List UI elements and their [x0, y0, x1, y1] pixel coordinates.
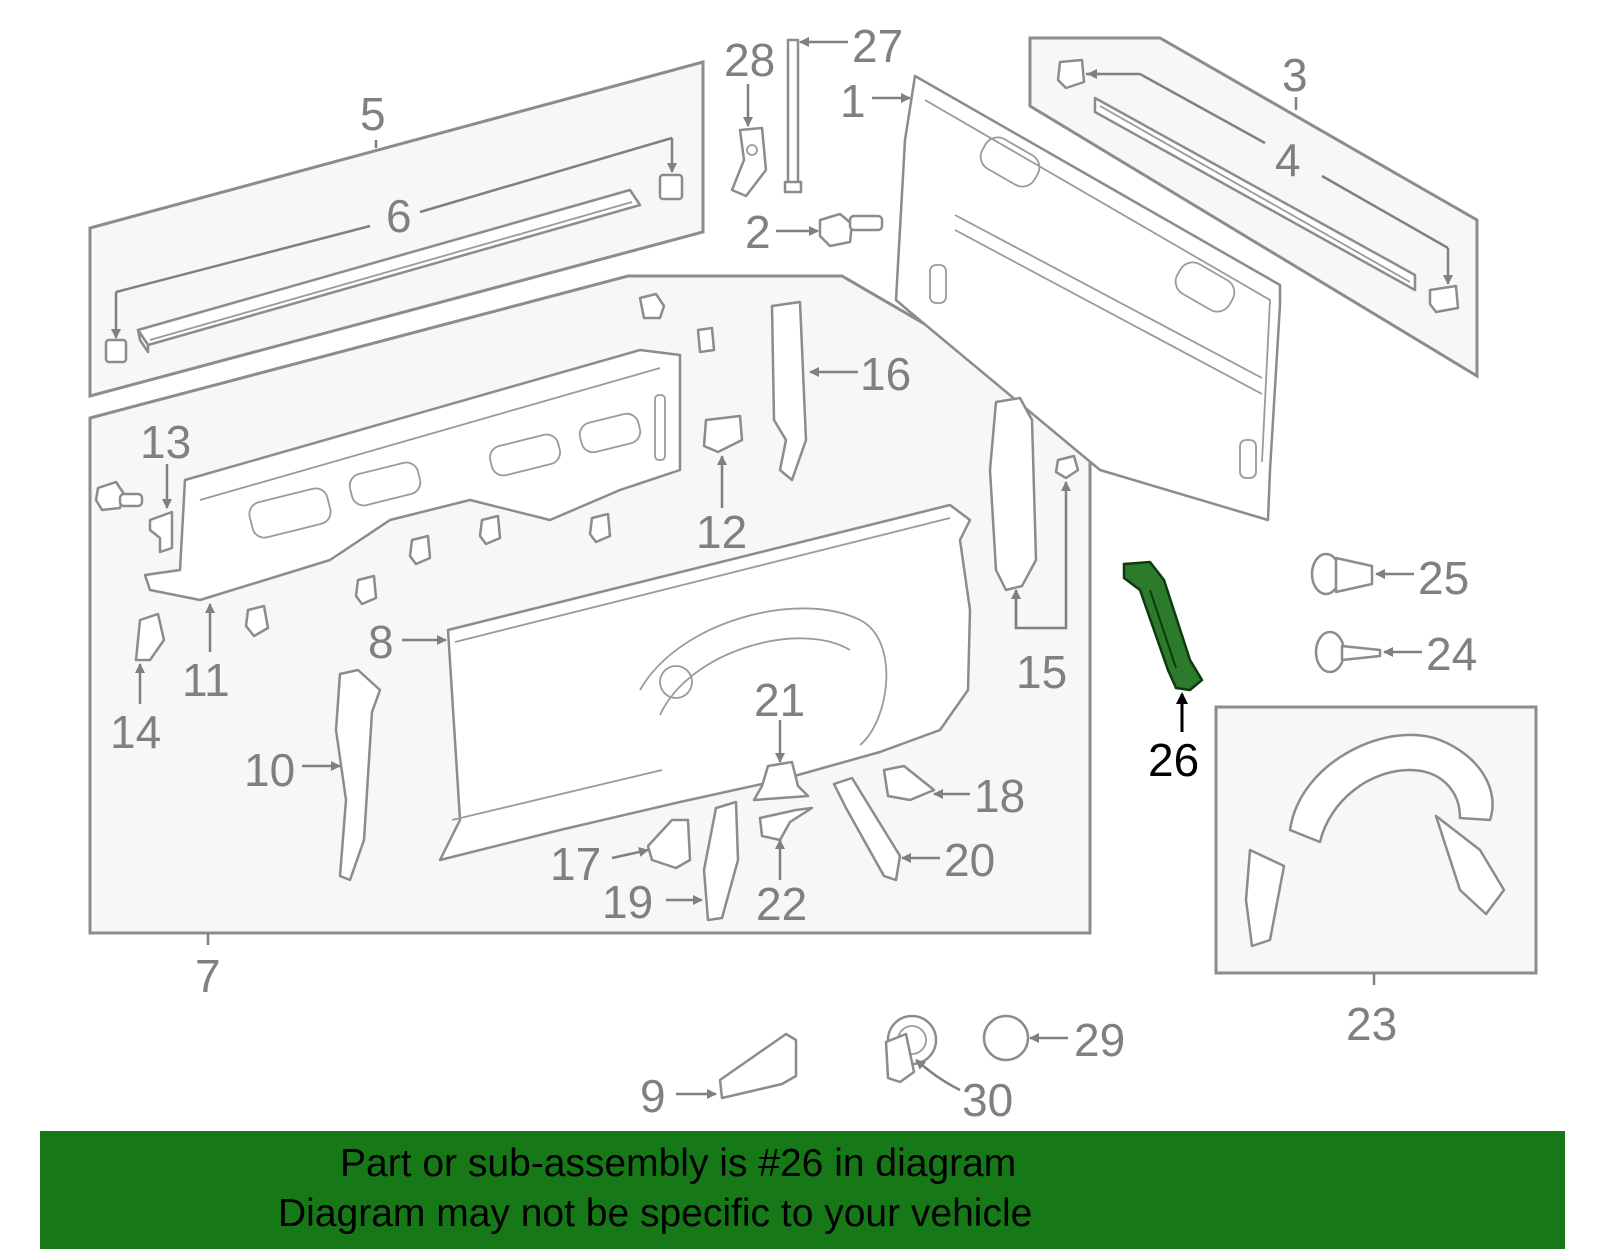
bracket-17	[646, 818, 692, 870]
callout-18: 18	[974, 770, 1025, 822]
outer-side-panel-8	[438, 503, 972, 862]
callout-16: 16	[860, 348, 911, 400]
bracket-22	[758, 806, 814, 842]
callout-1: 1	[840, 75, 866, 127]
cap-29	[982, 1014, 1030, 1062]
callout-2: 2	[745, 206, 771, 258]
callout-23: 23	[1346, 998, 1397, 1050]
clip-14	[134, 612, 166, 662]
bed-rail-6	[104, 173, 684, 364]
bracket-12	[702, 414, 744, 454]
callout-21: 21	[754, 674, 805, 726]
callout-30: 30	[962, 1074, 1013, 1126]
callout-13: 13	[140, 416, 191, 468]
inner-panel-11	[143, 348, 682, 602]
callout-10: 10	[244, 744, 295, 796]
bracket-20	[832, 776, 902, 882]
callout-22: 22	[756, 878, 807, 930]
callout-26: 26	[1148, 734, 1199, 786]
housing-30	[884, 1014, 938, 1084]
wheel-liner-23	[1244, 733, 1506, 948]
small-clips	[244, 292, 716, 638]
callout-11: 11	[182, 654, 230, 706]
info-banner: Part or sub-assembly is #26 in diagram D…	[40, 1131, 1565, 1249]
bracket-28	[730, 126, 768, 198]
callout-12: 12	[696, 506, 747, 558]
clip-25	[1310, 552, 1374, 596]
bracket-15	[988, 396, 1080, 592]
bracket-21	[752, 760, 810, 802]
banner-line-1: Part or sub-assembly is #26 in diagram	[340, 1142, 1017, 1185]
callout-19: 19	[602, 876, 653, 928]
callout-4: 4	[1275, 134, 1301, 186]
bracket-16	[770, 300, 808, 482]
bolt-near-13	[94, 480, 144, 512]
callout-8: 8	[368, 616, 394, 668]
callout-29: 29	[1074, 1014, 1125, 1066]
bracket-19	[702, 800, 740, 922]
bolt-2	[818, 212, 884, 248]
callout-24: 24	[1426, 628, 1477, 680]
bed-rail-4	[1056, 58, 1460, 314]
callout-25: 25	[1418, 552, 1469, 604]
callout-14: 14	[110, 706, 161, 758]
callout-9: 9	[640, 1070, 666, 1122]
callout-28: 28	[724, 34, 775, 86]
callout-20: 20	[944, 834, 995, 886]
banner-line-2: Diagram may not be specific to your vehi…	[278, 1192, 1033, 1235]
callout-15: 15	[1016, 646, 1067, 698]
callout-5: 5	[360, 88, 386, 140]
bracket-9	[718, 1032, 798, 1100]
callout-3: 3	[1282, 49, 1308, 101]
callout-6: 6	[386, 190, 412, 242]
clip-13	[148, 510, 174, 554]
callout-17: 17	[550, 838, 601, 890]
part-26-highlighted	[1122, 560, 1204, 692]
bracket-18	[882, 764, 936, 802]
bracket-10	[334, 668, 382, 882]
callout-27: 27	[852, 20, 903, 72]
bed-front-panel-1	[894, 74, 1282, 522]
screw-24	[1314, 630, 1382, 674]
callout-7: 7	[195, 950, 221, 1002]
stud-27	[783, 38, 803, 194]
